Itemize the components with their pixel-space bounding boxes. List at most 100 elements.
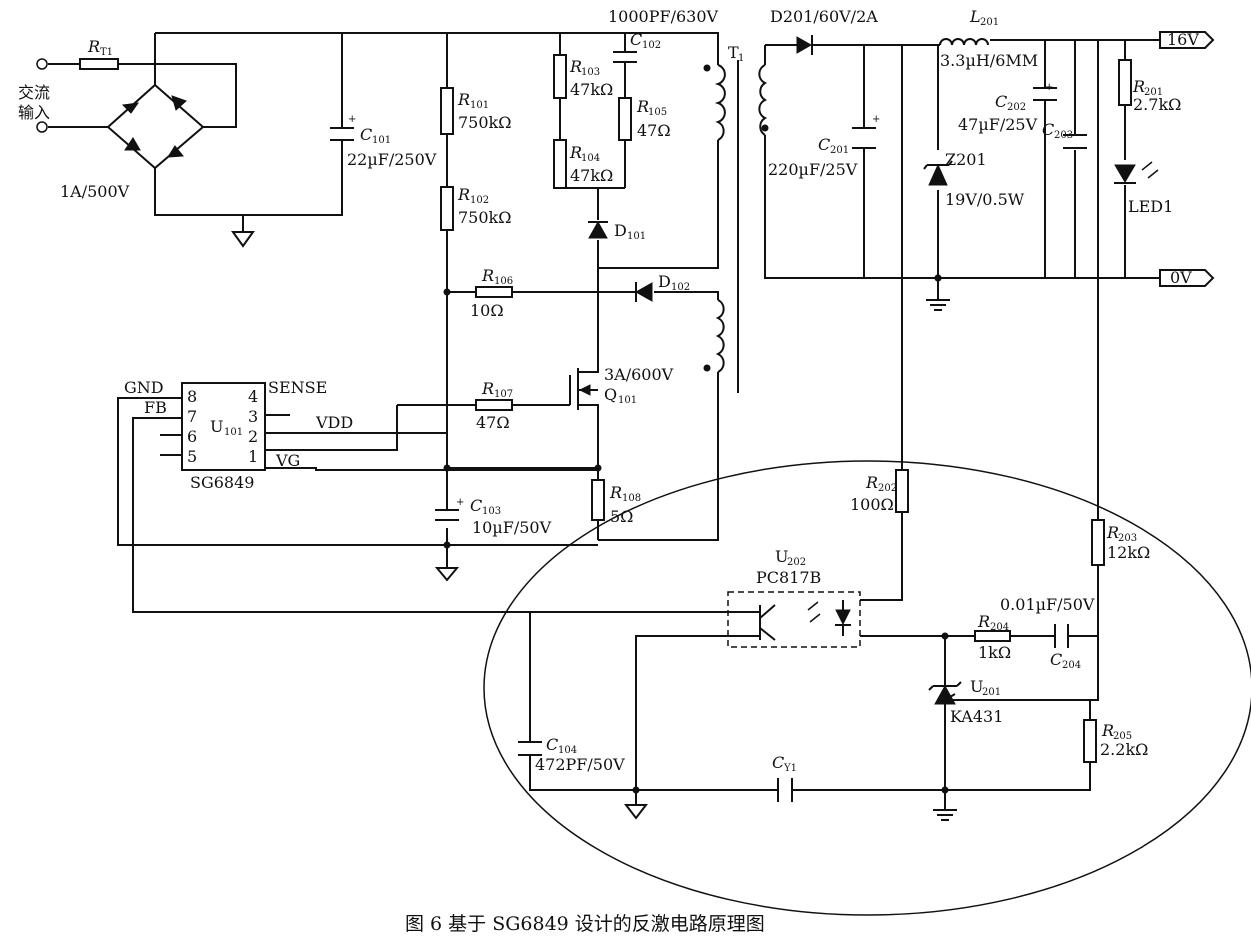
cy1-capacitor <box>777 778 793 802</box>
c203-label: C <box>1042 120 1054 139</box>
t1-label-sub: 1 <box>738 53 744 64</box>
bridge-rating: 1A/500V <box>60 182 130 201</box>
input-label-line1: 交流 <box>18 83 50 102</box>
out-0v-terminal <box>1159 269 1215 287</box>
r104-resistor <box>553 139 567 189</box>
ic-pin-6: 6 <box>187 427 197 446</box>
ground-symbol-bridge <box>231 231 255 248</box>
r201-label: R <box>1132 77 1145 96</box>
c104-capacitor <box>518 741 542 756</box>
r101-value: 750kΩ <box>458 113 512 132</box>
r204-label: R <box>977 612 990 631</box>
r103-resistor <box>553 54 567 99</box>
r203-value: 12kΩ <box>1107 543 1150 562</box>
sg6849-ic <box>181 382 266 471</box>
rt1-resistor <box>79 58 119 70</box>
c202-label: C <box>995 92 1007 111</box>
r105-value: 47Ω <box>637 121 671 140</box>
ic-fb-label: FB <box>144 398 167 417</box>
input-label-line2: 输入 <box>18 103 50 122</box>
r108-label: R <box>609 483 622 502</box>
c101-label: C <box>360 125 372 144</box>
c102-label: C <box>630 30 642 49</box>
earth-ground-feedback <box>933 809 957 821</box>
r102-resistor <box>440 186 454 231</box>
figure-caption: 图 6 基于 SG6849 设计的反激电路原理图 <box>405 913 765 935</box>
r202-value: 100Ω <box>850 495 894 514</box>
ic-sense-label: SENSE <box>268 378 327 397</box>
r103-label-sub: 103 <box>581 67 600 78</box>
r104-label: R <box>569 143 582 162</box>
rt1-label: R <box>87 37 100 56</box>
c203-capacitor <box>1063 134 1087 149</box>
u202-value: PC817B <box>756 568 821 587</box>
r106-label: R <box>481 266 494 285</box>
d101-label-sub: 101 <box>627 231 646 242</box>
out-16v-terminal <box>1159 31 1215 49</box>
l201-value: 3.3µH/6MM <box>940 51 1038 70</box>
bridge-rectifier <box>106 83 205 170</box>
transformer-t1 <box>703 60 769 393</box>
r102-value: 750kΩ <box>458 208 512 227</box>
d102-diode <box>634 282 653 302</box>
c202-label-sub: 202 <box>1007 102 1026 113</box>
c103-label: C <box>470 496 482 515</box>
r101-label: R <box>457 90 470 109</box>
d201-diode <box>796 35 813 55</box>
c103-plus: + <box>456 497 464 508</box>
c201-value: 220µF/25V <box>768 160 858 179</box>
ic-pin-3: 3 <box>248 407 258 426</box>
u202-label: U <box>775 547 788 566</box>
r105-label: R <box>636 97 649 116</box>
c104-label-sub: 104 <box>558 745 577 756</box>
r101-resistor <box>440 87 454 135</box>
rt1-label-sub: T1 <box>100 47 113 58</box>
c102-label-sub: 102 <box>642 40 661 51</box>
r104-value: 47kΩ <box>570 166 613 185</box>
ic-pin-2: 2 <box>248 427 258 446</box>
ic-gnd-label: GND <box>124 378 164 397</box>
c101-value: 22µF/250V <box>347 150 437 169</box>
c201-label-sub: 201 <box>830 145 849 156</box>
r204-label-sub: 204 <box>990 622 1009 633</box>
r107-resistor <box>475 399 513 411</box>
r205-label-sub: 205 <box>1113 731 1132 742</box>
z201-zener <box>923 160 953 186</box>
q101-rating: 3A/600V <box>604 365 674 384</box>
r108-value: 5Ω <box>610 507 633 526</box>
r203-resistor <box>1091 519 1105 566</box>
r101-label-sub: 101 <box>470 100 489 111</box>
out-0v-label: 0V <box>1170 268 1192 287</box>
r205-value: 2.2kΩ <box>1100 740 1148 759</box>
c104-value: 472PF/50V <box>535 755 625 774</box>
ic-pin-7: 7 <box>187 407 197 426</box>
l201-label: L <box>969 7 981 26</box>
r202-label: R <box>865 473 878 492</box>
r103-label: R <box>569 57 582 76</box>
r204-resistor <box>974 630 1011 642</box>
c202-value: 47µF/25V <box>958 115 1038 134</box>
r205-label: R <box>1101 721 1114 740</box>
ic-vdd-label: VDD <box>315 413 353 432</box>
d201-label: D201/60V/2A <box>770 7 878 26</box>
cy1-label-sub: Y1 <box>783 763 797 774</box>
led1 <box>1114 161 1159 184</box>
c202-capacitor <box>1033 87 1057 101</box>
input-label: 交流 输入 <box>18 83 50 122</box>
c103-value: 10µF/50V <box>472 518 552 537</box>
c202-plus: + <box>1045 82 1053 93</box>
c102-capacitor <box>613 51 637 63</box>
ic-pin-8: 8 <box>187 387 197 406</box>
c102-rating: 1000PF/630V <box>608 7 719 26</box>
c204-label-sub: 204 <box>1062 660 1081 671</box>
ic-part-name: SG6849 <box>190 473 254 492</box>
ic-pin-5: 5 <box>187 447 197 466</box>
c103-capacitor <box>435 509 459 521</box>
r103-value: 47kΩ <box>570 80 613 99</box>
ground-symbol-c103 <box>434 567 460 582</box>
u201-label-sub: 201 <box>982 687 1001 698</box>
r107-label-sub: 107 <box>494 389 513 400</box>
u202-label-sub: 202 <box>787 557 806 568</box>
r108-resistor <box>591 479 605 521</box>
